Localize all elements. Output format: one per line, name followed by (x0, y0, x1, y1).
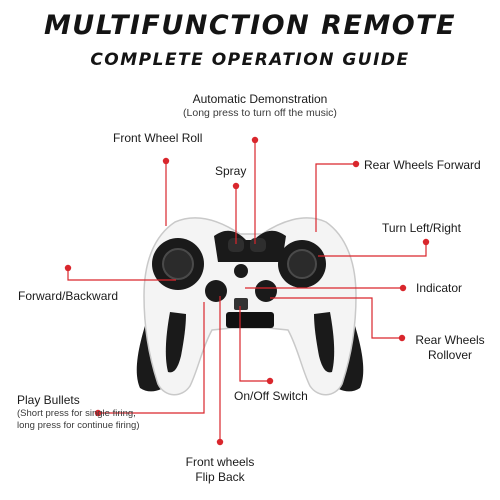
callout-front-wheels-flip-back: Front wheels Flip Back (168, 455, 272, 485)
remote-controller (136, 217, 364, 396)
demo-button[interactable] (250, 238, 266, 252)
page-subtitle: COMPLETE OPERATION GUIDE (90, 50, 410, 70)
right-stick[interactable] (287, 249, 317, 279)
leader-play-bullets (98, 302, 205, 414)
leader-turn-left-right (318, 242, 427, 257)
rear-wheels-rollover-button[interactable] (255, 280, 277, 302)
dot-play-bullets (94, 409, 102, 417)
dot-indicator (399, 284, 407, 292)
dot-front-wheel-roll (162, 157, 170, 165)
callout-front-wheels-flip-back-line2: Flip Back (195, 470, 245, 484)
page-title: MULTIFUNCTION REMOTE (43, 10, 457, 41)
leader-rear-wheels-rollover (270, 297, 402, 339)
dot-forward-backward (64, 264, 72, 272)
callout-play-bullets-note-2: long press for continue firing) (17, 420, 140, 431)
dot-rear-wheels-forward (352, 160, 360, 168)
callout-rear-wheels-forward: Rear Wheels Forward (364, 158, 481, 172)
callout-front-wheel-roll: Front Wheel Roll (113, 131, 203, 145)
callout-indicator: Indicator (416, 281, 463, 295)
spray-button[interactable] (228, 238, 244, 252)
play-bullets-button[interactable] (205, 280, 227, 302)
leader-lines (67, 140, 427, 442)
callout-automatic-demo: Automatic Demonstration (Long press to t… (150, 92, 370, 119)
on-off-switch-slot (226, 312, 274, 328)
callout-turn-left-right: Turn Left/Right (382, 221, 461, 235)
callout-spray: Spray (215, 164, 247, 178)
leader-on-off-switch (239, 306, 270, 382)
callout-automatic-demo-label: Automatic Demonstration (192, 92, 328, 106)
dot-spray (232, 182, 240, 190)
callout-rear-wheels-rollover-line1: Rear Wheels (415, 333, 485, 347)
callout-play-bullets: Play Bullets (Short press for single fir… (17, 393, 140, 432)
on-off-switch[interactable] (234, 298, 248, 310)
callout-play-bullets-label: Play Bullets (17, 393, 80, 407)
callout-front-wheels-flip-back-line1: Front wheels (185, 455, 255, 469)
dot-automatic-demo (251, 136, 259, 144)
callout-rear-wheels-rollover-line2: Rollover (427, 348, 472, 362)
dot-turn-left-right (422, 238, 430, 246)
callout-rear-wheels-rollover: Rear Wheels Rollover (408, 333, 492, 363)
callout-play-bullets-note-1: (Short press for single firing, (17, 408, 136, 419)
callout-forward-backward: Forward/Backward (18, 289, 119, 303)
dot-rear-wheels-rollover (398, 334, 406, 342)
dot-on-off-switch (266, 377, 274, 385)
leader-dots (64, 136, 430, 446)
leader-rear-wheels-forward (315, 163, 356, 232)
leader-forward-backward (67, 268, 176, 281)
indicator-light (234, 264, 248, 278)
callout-on-off-switch: On/Off Switch (234, 389, 308, 403)
left-stick[interactable] (162, 248, 194, 280)
callout-automatic-demo-note: (Long press to turn off the music) (183, 107, 337, 119)
dot-front-wheels-flip-back (216, 438, 224, 446)
controller-left-stripe (165, 312, 186, 373)
controller-right-stripe (314, 312, 335, 373)
